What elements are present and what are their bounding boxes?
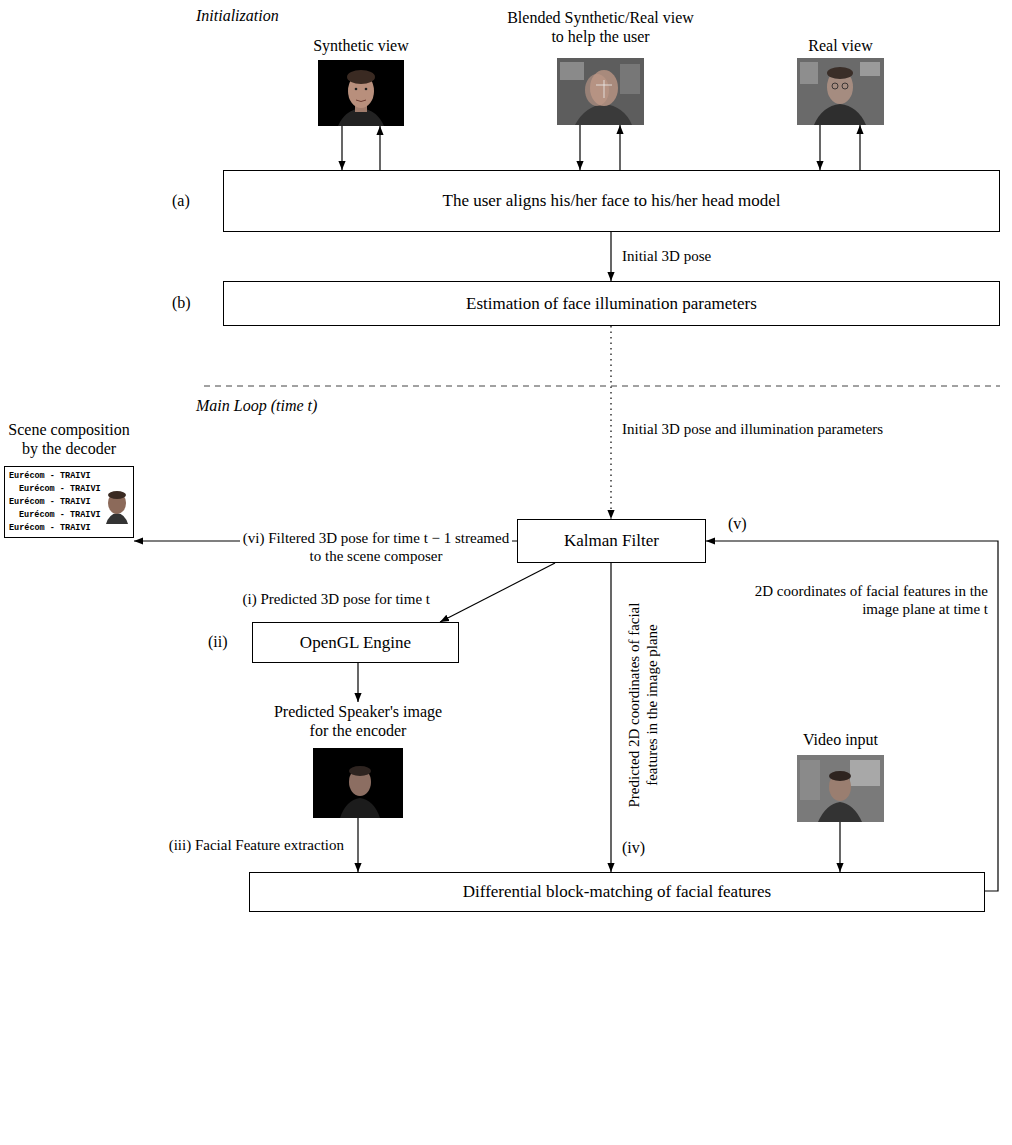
edge-label: (iii) Facial Feature extraction xyxy=(36,836,346,854)
connector-arrow xyxy=(610,326,611,519)
blended-view-image xyxy=(557,58,644,125)
connector-arrow xyxy=(341,126,342,170)
panel-title: Predicted Speaker's image for the encode… xyxy=(263,702,453,740)
scene-frame: Eurécom - TRAIVIEurécom - TRAIVIEurécom … xyxy=(4,466,134,538)
connector-arrow xyxy=(610,563,611,872)
connector-arrow xyxy=(357,663,358,702)
connector-arrow xyxy=(440,563,555,622)
panel-title: Video input xyxy=(780,730,901,749)
image-panel: Video input xyxy=(780,730,901,822)
process-box: Estimation of face illumination paramete… xyxy=(223,281,1000,326)
panel-title: Real view xyxy=(780,36,901,55)
image-panel: Blended Synthetic/Real view to help the … xyxy=(500,8,701,125)
connector-arrow xyxy=(706,541,998,891)
callout-number: (a) xyxy=(172,191,190,210)
callout-number: (iv) xyxy=(622,838,645,857)
process-box: Kalman Filter xyxy=(517,519,706,563)
panel-title: Scene composition by the decoder xyxy=(4,420,134,458)
image-panel: Predicted Speaker's image for the encode… xyxy=(263,702,453,818)
scene-panel: Scene composition by the decoderEurécom … xyxy=(4,420,134,542)
edge-label: Predicted 2D coordinates of facial featu… xyxy=(625,580,661,830)
panel-title: Blended Synthetic/Real view to help the … xyxy=(500,8,701,46)
real-view-image xyxy=(797,58,884,125)
edge-label: Initial 3D pose and illumination paramet… xyxy=(620,420,980,438)
callout-number: (b) xyxy=(172,293,191,312)
box-text: The user aligns his/her face to his/her … xyxy=(443,191,781,211)
predicted-image xyxy=(313,748,403,818)
scene-text: Eurécom - TRAIVI xyxy=(9,470,129,483)
connector-arrow xyxy=(357,818,358,872)
connector-arrow xyxy=(819,125,820,170)
section-heading: Initialization xyxy=(196,6,279,25)
decoder-head-image xyxy=(106,491,128,524)
edge-label: (i) Predicted 3D pose for time t xyxy=(196,590,432,608)
connector-arrow xyxy=(379,126,380,170)
edge-label: (vi) Filtered 3D pose for time t − 1 str… xyxy=(240,529,512,565)
process-box: Differential block-matching of facial fe… xyxy=(249,872,985,912)
scene-text: Eurécom - TRAIVI xyxy=(9,522,129,535)
process-box: OpenGL Engine xyxy=(252,622,459,663)
callout-number: (v) xyxy=(728,514,747,533)
scene-text: Eurécom - TRAIVI xyxy=(9,483,129,496)
separator-line xyxy=(204,386,1000,387)
section-heading: Main Loop (time t) xyxy=(196,396,317,415)
scene-text: Eurécom - TRAIVI xyxy=(9,509,129,522)
box-text: Estimation of face illumination paramete… xyxy=(466,294,757,314)
connector-arrow xyxy=(859,125,860,170)
video-input-image xyxy=(797,755,884,822)
connector-arrow xyxy=(619,125,620,170)
edge-label: Initial 3D pose xyxy=(620,247,820,265)
connector-arrow xyxy=(839,822,840,872)
connector-arrow xyxy=(579,125,580,170)
box-text: Kalman Filter xyxy=(564,531,659,551)
process-box: The user aligns his/her face to his/her … xyxy=(223,170,1000,232)
image-panel: Synthetic view xyxy=(300,36,422,126)
box-text: Differential block-matching of facial fe… xyxy=(463,882,771,902)
scene-text: Eurécom - TRAIVI xyxy=(9,496,129,509)
box-text: OpenGL Engine xyxy=(300,633,411,653)
connector-arrow xyxy=(610,232,611,281)
image-panel: Real view xyxy=(780,36,901,125)
callout-number: (ii) xyxy=(208,632,228,651)
edge-label: 2D coordinates of facial features in the… xyxy=(752,582,990,618)
panel-title: Synthetic view xyxy=(300,36,422,55)
synthetic-view-image xyxy=(318,60,404,126)
